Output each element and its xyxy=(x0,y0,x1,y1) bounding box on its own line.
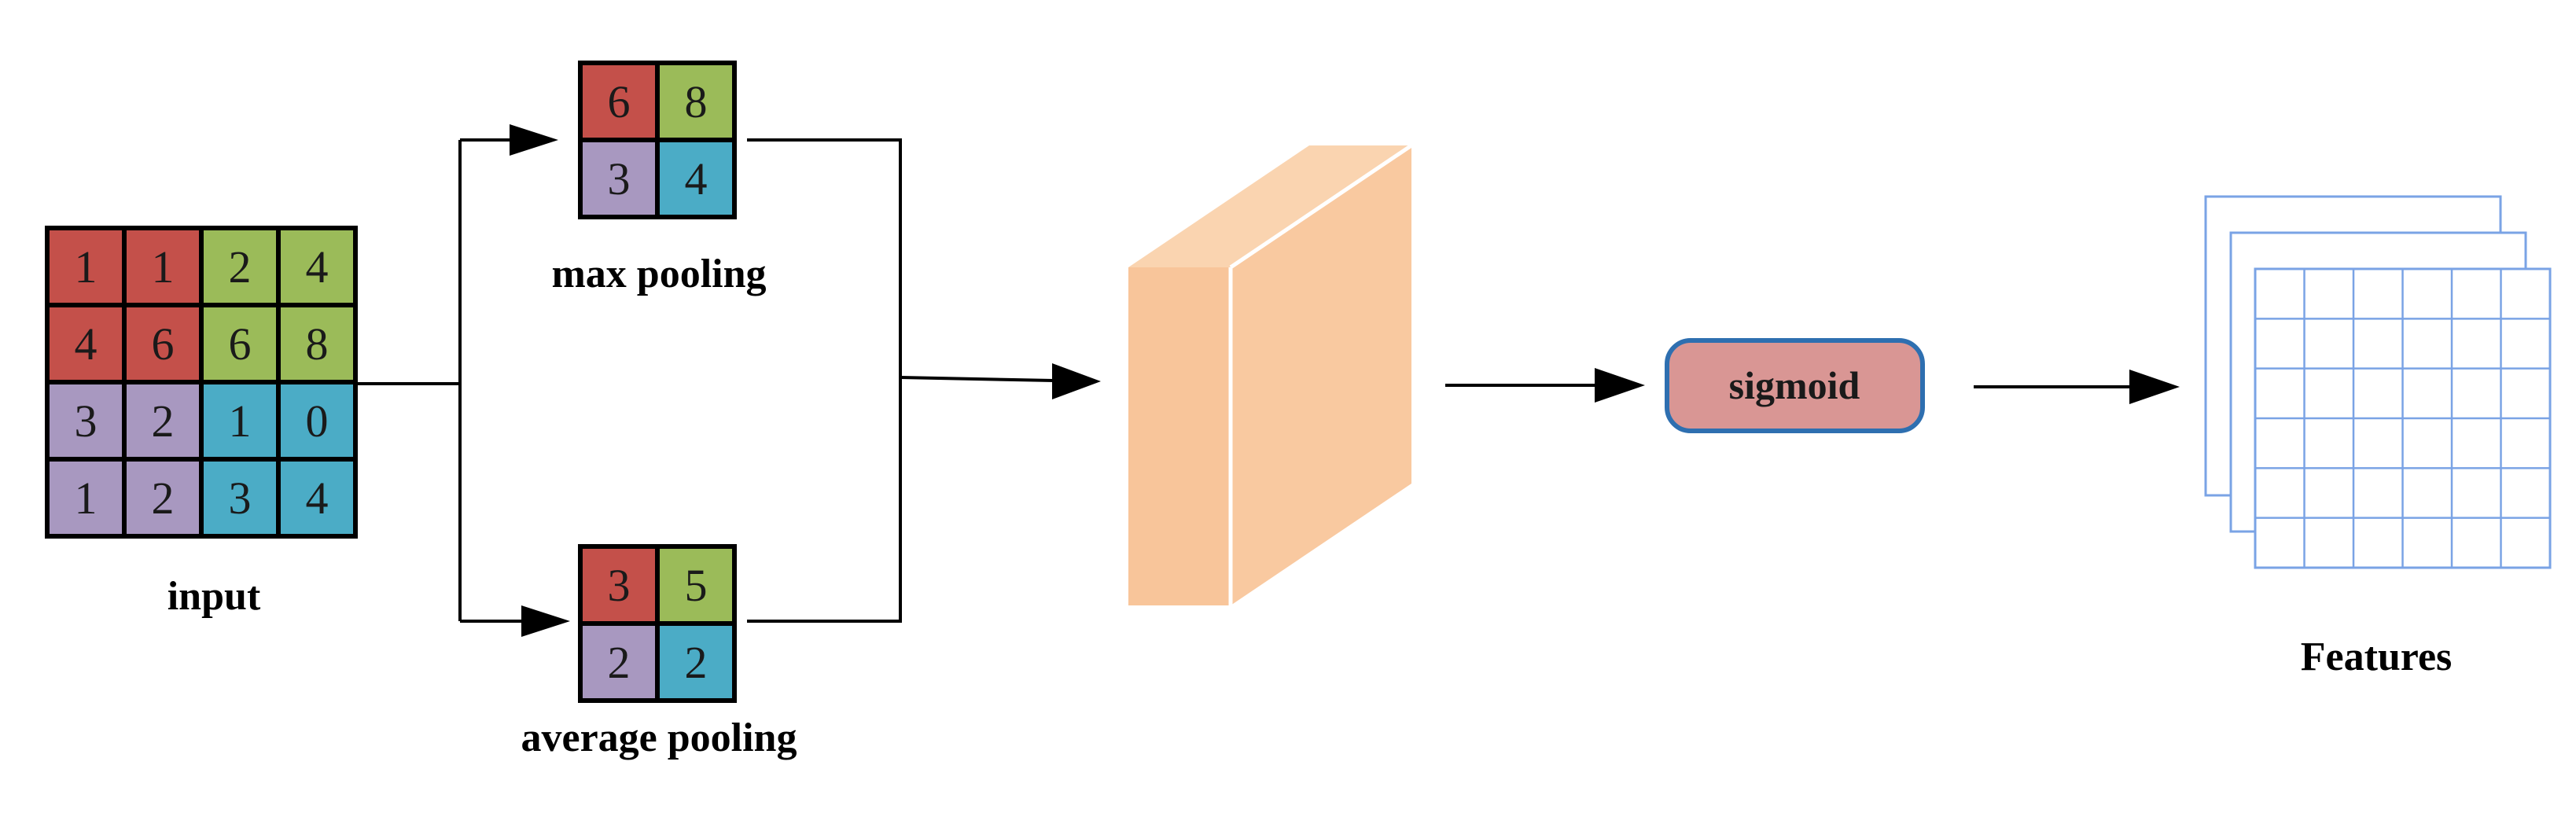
grid-cell-value: 2 xyxy=(152,395,175,447)
grid-cell-value: 3 xyxy=(608,153,631,204)
grid-cell-value: 2 xyxy=(229,241,252,292)
grid-cell-value: 6 xyxy=(608,76,631,127)
convolution-block xyxy=(1128,143,1413,605)
arrow-to-max-pooling xyxy=(460,124,558,156)
block-top-face xyxy=(1128,145,1411,267)
block-side-face xyxy=(1231,145,1411,605)
grid-cell xyxy=(655,621,737,703)
grid-cell-value: 8 xyxy=(306,318,329,370)
features-label: Features xyxy=(2301,635,2453,679)
arrow-to-features xyxy=(1974,370,2180,404)
input-label: input xyxy=(167,574,261,619)
grid-cell-value: 1 xyxy=(75,473,98,524)
grid-cell-value: 6 xyxy=(229,318,252,370)
grid-cell-value: 2 xyxy=(608,637,631,688)
grid-cell-value: 5 xyxy=(685,560,708,611)
grid-cell-value: 0 xyxy=(306,395,329,447)
feature-maps xyxy=(2204,195,2552,569)
grid-cell-value: 1 xyxy=(229,395,252,447)
merge-connector xyxy=(747,138,902,623)
grid-cell xyxy=(276,303,358,384)
grid-cell xyxy=(578,61,660,142)
grid-cell xyxy=(276,457,358,539)
grid-cell-value: 2 xyxy=(685,637,708,688)
grid-cell-value: 1 xyxy=(75,241,98,292)
grid-cell xyxy=(655,61,737,142)
average-pooling-label: average pooling xyxy=(521,716,797,760)
grid-cell xyxy=(276,226,358,307)
grid-cell xyxy=(578,621,660,703)
max-pooling-label: max pooling xyxy=(551,252,766,296)
grid-cell xyxy=(655,544,737,626)
grid-cell-value: 1 xyxy=(152,241,175,292)
grid-cell-value: 6 xyxy=(152,318,175,370)
grid-cell-value: 4 xyxy=(306,241,329,292)
average-pooling-grid: 3 5 2 2 xyxy=(578,544,737,703)
sigmoid-box: sigmoid xyxy=(1665,338,1925,433)
max-pooling-grid: 6 8 3 4 xyxy=(578,61,737,219)
arrow-to-average-pooling xyxy=(460,605,570,637)
grid-cell-value: 3 xyxy=(608,560,631,611)
grid-cell-value: 8 xyxy=(685,76,708,127)
arrow-to-sigmoid xyxy=(1445,368,1645,403)
grid-cell-value: 4 xyxy=(306,473,329,524)
split-connector xyxy=(358,140,462,621)
grid-cell xyxy=(655,138,737,219)
block-front-face xyxy=(1128,267,1231,605)
grid-cell-value: 2 xyxy=(152,473,175,524)
sigmoid-label: sigmoid xyxy=(1729,363,1860,407)
grid-cell xyxy=(122,380,204,462)
arrow-to-conv-block xyxy=(900,363,1101,399)
grid-cell-value: 4 xyxy=(685,153,708,204)
grid-cell-value: 4 xyxy=(75,318,98,370)
grid-cell-value: 3 xyxy=(75,395,98,447)
input-grid: 1 1 2 4 4 6 6 8 3 2 1 0 1 2 3 4 xyxy=(45,226,358,539)
grid-cell-value: 3 xyxy=(229,473,252,524)
